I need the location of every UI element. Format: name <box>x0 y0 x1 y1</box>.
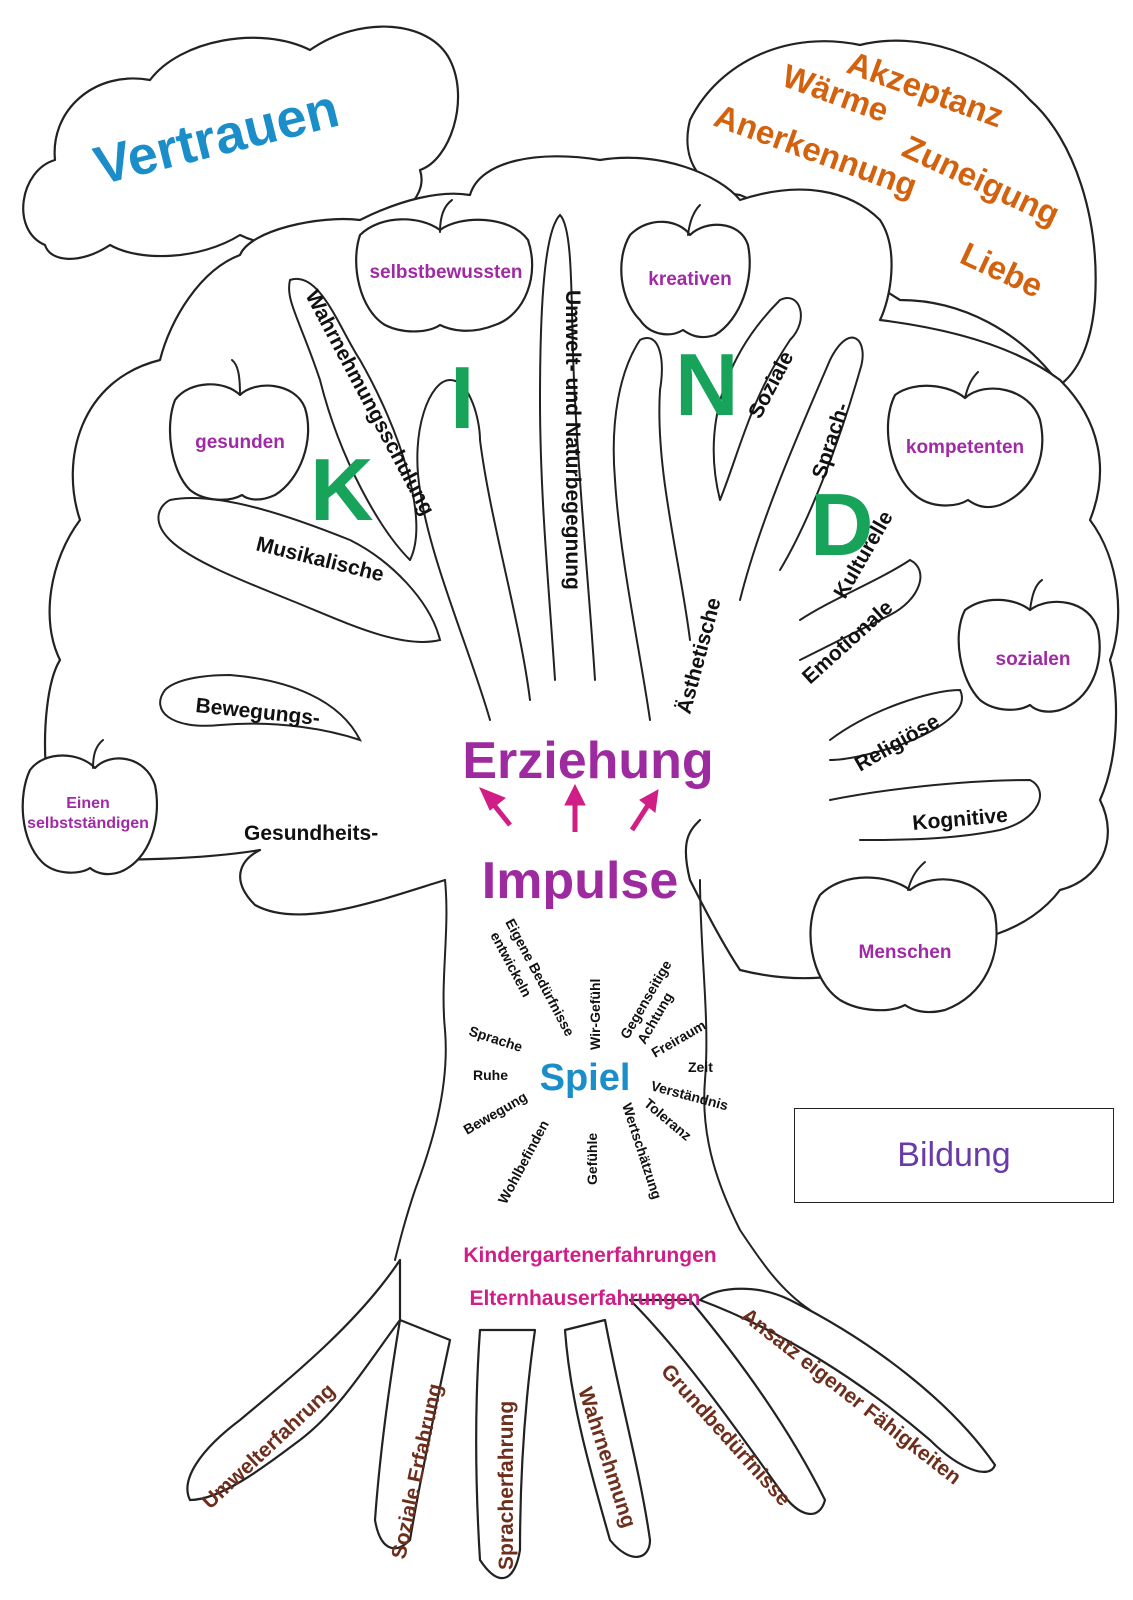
arrows <box>479 783 659 832</box>
trunk-word-sprache: Sprache <box>467 1023 525 1055</box>
trunk-word-gefuehle: Gefühle <box>584 1133 600 1185</box>
apple-label-kompetenten: kompetenten <box>906 437 1024 458</box>
apple-label-gesunden: gesunden <box>195 432 285 453</box>
trunk-word-ruhe: Ruhe <box>473 1067 508 1083</box>
apple-label-einen: Einen <box>66 795 110 812</box>
cloud-left-shape <box>22 25 460 260</box>
spiel-title: Spiel <box>540 1057 631 1099</box>
apple-label-kreativen: kreativen <box>648 269 731 290</box>
branch-gesundheits: Gesundheits- <box>244 822 378 845</box>
letter-d: D <box>810 475 874 574</box>
branch-outline <box>799 558 922 661</box>
trunk-word-wohlbefinden: Wohlbefinden <box>495 1117 552 1206</box>
apple-kreativen <box>620 204 751 339</box>
root-outline <box>186 1258 402 1502</box>
root-outline <box>475 1328 537 1580</box>
branch-outline <box>712 297 802 501</box>
arrow-right-head <box>639 789 659 813</box>
branch-outline <box>157 497 442 643</box>
apple-kompetenten <box>886 371 1044 509</box>
elternhaus-label: Elternhauserfahrungen <box>469 1287 700 1310</box>
root-outline <box>628 1298 827 1516</box>
branch-outline <box>288 277 418 561</box>
kindergarten-label: Kindergartenerfahrungen <box>463 1244 716 1267</box>
apple-label-selbststaendigen: selbstständigen <box>27 815 149 832</box>
letter-k: K <box>310 440 374 539</box>
root-spracherfahrung: Spracherfahrung <box>495 1401 518 1570</box>
trunk-word-zeit: Zeit <box>688 1059 713 1075</box>
trunk-word-wirgefuehl: Wir-Gefühl <box>587 979 603 1050</box>
branch-outline <box>612 337 691 721</box>
apple-sozialen <box>957 579 1101 713</box>
root-outline <box>698 1287 997 1473</box>
apple-label-menschen: Menschen <box>859 942 952 963</box>
letter-i: I <box>450 348 474 447</box>
branch-outline <box>538 213 596 681</box>
branch-outline <box>416 378 531 721</box>
apple-gesunden <box>168 359 310 501</box>
trunk-word-bewegung: Bewegung <box>461 1088 530 1137</box>
apple-label-sozialen: sozialen <box>996 649 1071 670</box>
apple-label-selbstbewussten: selbstbewussten <box>369 262 522 283</box>
root-outline <box>563 1318 652 1558</box>
legend-box-label: Bildung <box>897 1136 1011 1174</box>
root-outline <box>373 1318 452 1550</box>
apple-selbstbewussten <box>355 199 534 333</box>
legend-box: Bildung <box>794 1108 1114 1203</box>
apple-selbststaendigen <box>21 739 159 876</box>
branch-outline <box>829 778 1041 841</box>
arrow-right <box>629 800 653 832</box>
apple-menschen <box>809 861 998 1014</box>
impulse-title: Impulse <box>482 852 679 910</box>
erziehung-title: Erziehung <box>462 732 713 790</box>
branch-outline <box>739 336 864 601</box>
arrow-center-head <box>564 783 586 806</box>
arrow-left-head <box>479 787 506 811</box>
branch-umwelt: Umwelt- und Naturbegegnung <box>561 290 584 590</box>
branch-outline <box>829 688 963 761</box>
tree-trunk-shape <box>394 879 811 1311</box>
letter-n: N <box>675 335 739 434</box>
branch-outline <box>159 673 362 742</box>
